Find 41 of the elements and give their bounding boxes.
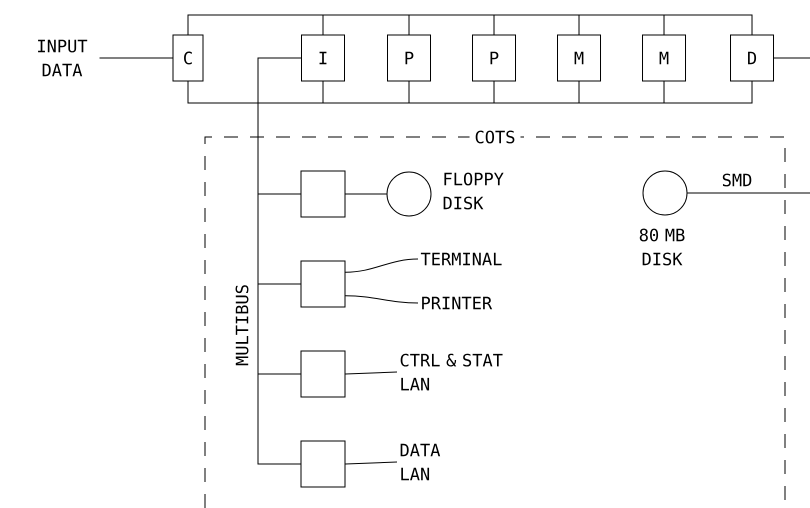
edge-label: SMD bbox=[722, 174, 752, 186]
bus-line bbox=[408, 81, 494, 104]
bus-line bbox=[578, 14, 664, 35]
device-label: 80 MB DISK bbox=[640, 228, 685, 266]
group-heading: COTS bbox=[470, 126, 520, 148]
bus-line bbox=[322, 81, 410, 104]
bus-line bbox=[322, 14, 410, 35]
module-box: D bbox=[730, 34, 774, 82]
interface-box bbox=[300, 440, 346, 488]
connector-line bbox=[345, 462, 398, 464]
bus-line bbox=[664, 14, 752, 35]
module-box: P bbox=[472, 34, 516, 82]
bus-line bbox=[664, 81, 752, 104]
bus-line bbox=[408, 14, 494, 35]
text-label: DATA LAN bbox=[400, 444, 440, 480]
disk-circle bbox=[642, 170, 688, 216]
disk-circle bbox=[386, 172, 432, 216]
bus-line bbox=[188, 81, 324, 104]
interface-box bbox=[300, 170, 346, 218]
module-box: I bbox=[301, 34, 345, 82]
text-label: INPUT DATA bbox=[38, 40, 88, 76]
module-box: P bbox=[387, 34, 431, 82]
interface-box bbox=[300, 260, 346, 308]
bus-line bbox=[188, 14, 324, 35]
interface-box bbox=[300, 350, 346, 398]
bus-line bbox=[494, 81, 580, 104]
module-box: M bbox=[557, 34, 601, 82]
bus-label: MULTIBUS bbox=[236, 285, 248, 366]
bus-line bbox=[578, 81, 664, 104]
module-box: M bbox=[642, 34, 686, 82]
bus-line bbox=[494, 14, 580, 35]
connector-line bbox=[345, 372, 398, 374]
text-label: TERMINAL bbox=[420, 252, 502, 266]
module-box: C bbox=[172, 34, 204, 82]
bus-line bbox=[258, 58, 302, 464]
connector-line bbox=[345, 295, 418, 304]
text-label: PRINTER bbox=[422, 296, 492, 310]
device-label: FLOPPY DISK bbox=[444, 172, 504, 210]
connector-line bbox=[345, 258, 418, 273]
text-label: CTRL & STAT LAN bbox=[400, 354, 503, 390]
connector-line bbox=[687, 192, 810, 194]
